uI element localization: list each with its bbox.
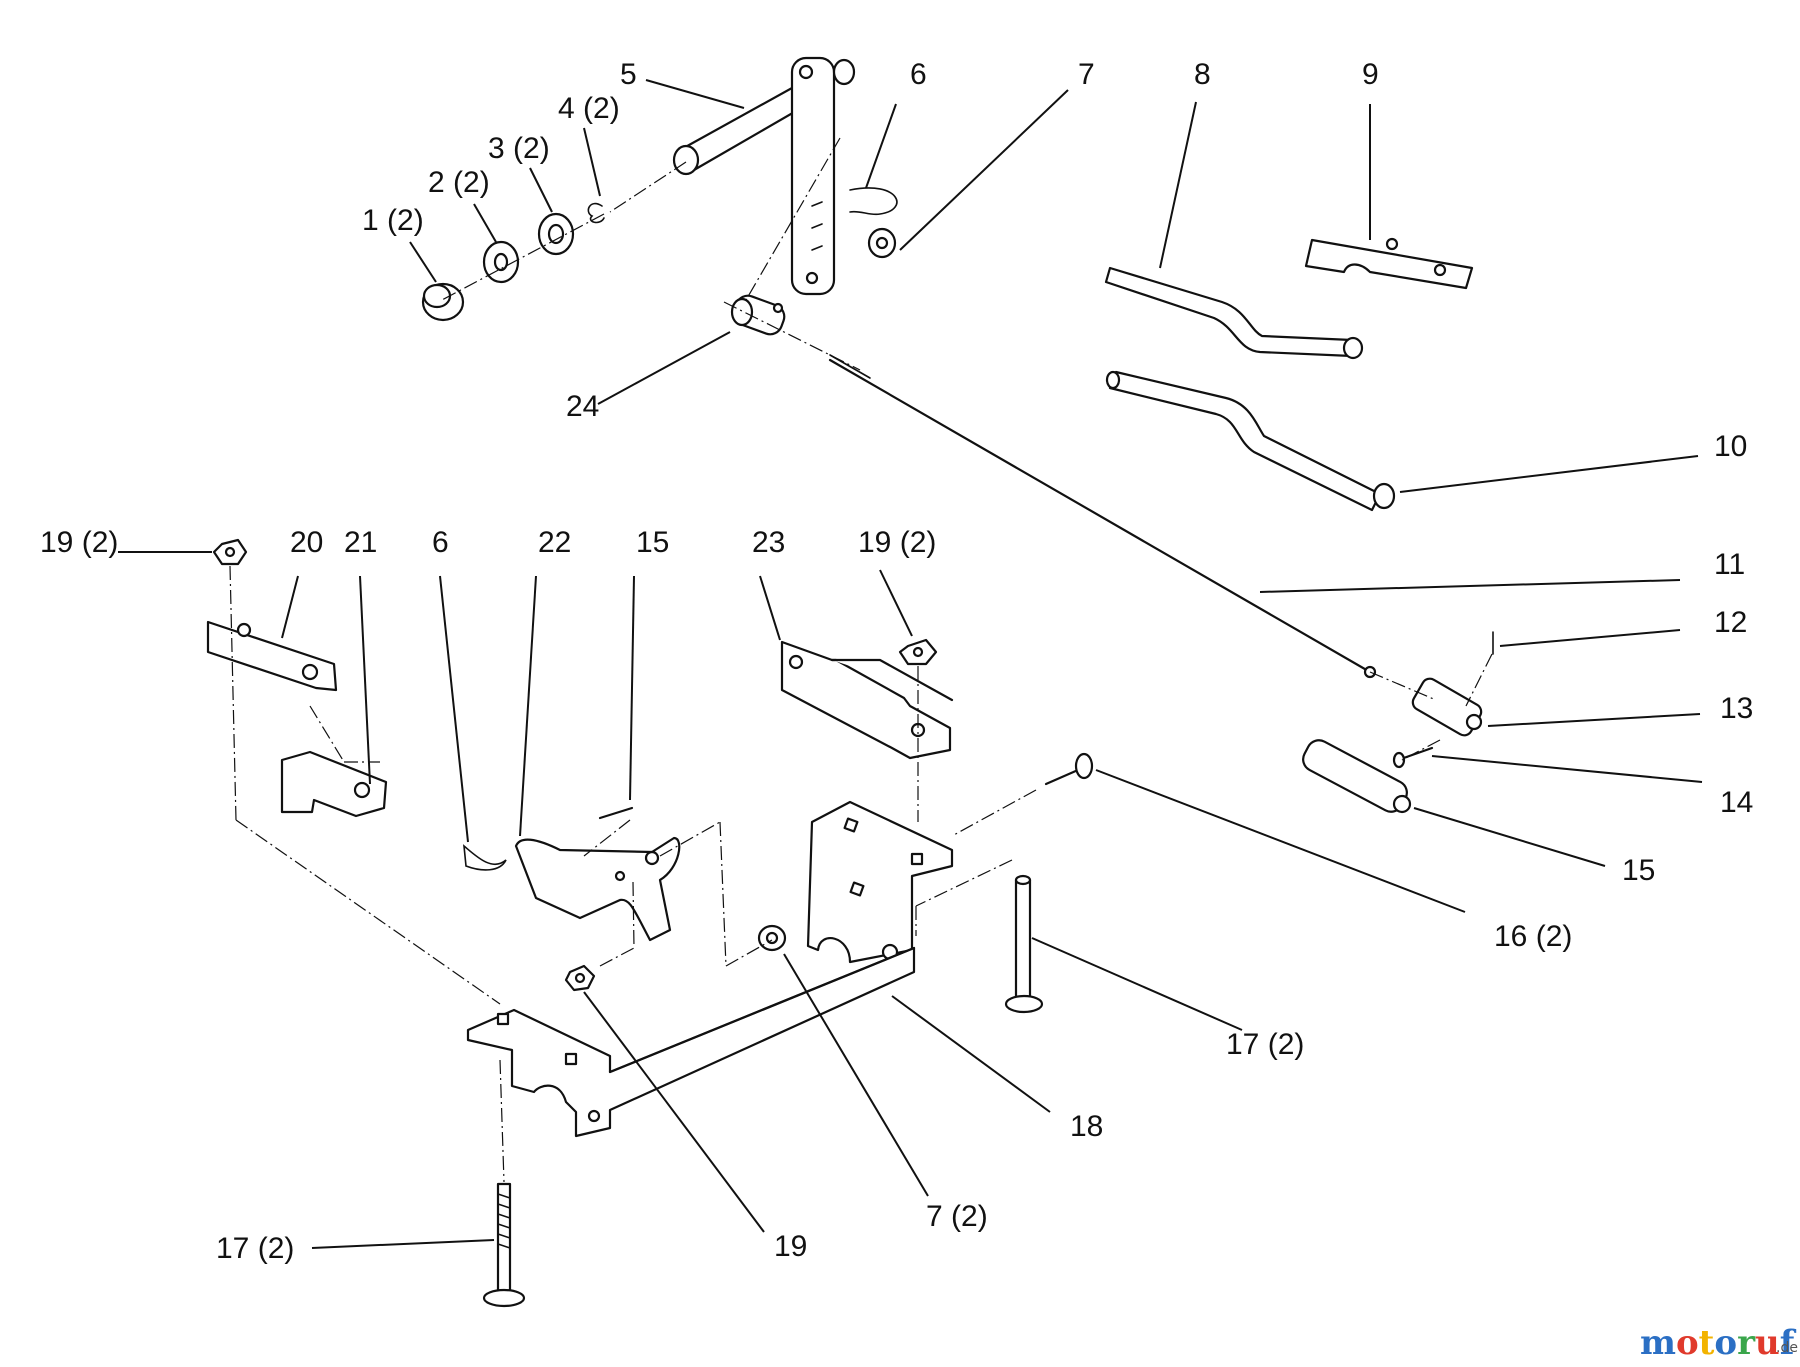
label-10: 10 xyxy=(1714,430,1747,463)
part-8-bent-rod xyxy=(1104,266,1364,360)
part-19-nut-top xyxy=(212,538,248,566)
part-2-washer xyxy=(482,240,520,284)
label-8: 8 xyxy=(1194,58,1211,91)
part-13-clevis xyxy=(1411,677,1483,737)
label-19-left: 19 (2) xyxy=(40,526,118,559)
part-1-bushing xyxy=(421,282,465,322)
leader-lines xyxy=(118,79,1703,1249)
label-12: 12 xyxy=(1714,606,1747,639)
part-19-nut-right xyxy=(898,638,938,666)
label-18: 18 xyxy=(1070,1110,1103,1143)
part-7-washer-lower xyxy=(757,924,787,952)
part-9-hook-bracket xyxy=(1304,237,1474,290)
part-4-e-clip xyxy=(587,202,605,224)
label-20: 20 xyxy=(290,526,323,559)
label-15-right: 15 xyxy=(1622,854,1655,887)
label-21: 21 xyxy=(344,526,377,559)
label-15-lower: 15 xyxy=(636,526,669,559)
watermark-text: motoruf xyxy=(1640,1323,1797,1363)
part-16-carriage-bolt xyxy=(1044,752,1094,786)
part-7-washer xyxy=(867,227,897,259)
part-19-nut xyxy=(564,964,596,992)
assembly-lines xyxy=(229,137,1493,1183)
part-10-lever-rod xyxy=(1105,370,1396,512)
watermark-suffix: .de xyxy=(1776,1340,1798,1356)
part-5-shaft-plate xyxy=(672,56,856,296)
part-6-clip-lower xyxy=(463,844,507,871)
part-21-angle-bracket xyxy=(280,750,388,818)
label-7-lower: 7 (2) xyxy=(926,1200,988,1233)
label-11: 11 xyxy=(1714,548,1745,581)
label-14: 14 xyxy=(1720,786,1753,819)
label-24: 24 xyxy=(566,390,599,423)
part-20-plate xyxy=(206,620,338,692)
label-6-lower: 6 xyxy=(432,526,449,559)
callout-labels: 1 (2) 2 (2) 3 (2) 4 (2) 5 6 7 8 9 10 11 … xyxy=(40,58,1753,1265)
label-13: 13 xyxy=(1720,692,1753,725)
part-18-frame xyxy=(466,946,916,1138)
label-23: 23 xyxy=(752,526,785,559)
part-15-pin xyxy=(598,806,634,820)
part-3-washer xyxy=(537,212,575,256)
label-4: 4 (2) xyxy=(558,92,620,125)
part-17-bolt-right xyxy=(1004,874,1044,1014)
part-support-plate xyxy=(806,800,954,964)
part-24-swivel xyxy=(730,294,786,336)
label-7-top: 7 xyxy=(1078,58,1095,91)
label-6-top: 6 xyxy=(910,58,927,91)
label-16: 16 (2) xyxy=(1494,920,1572,953)
label-3: 3 (2) xyxy=(488,132,550,165)
label-19-lower: 19 xyxy=(774,1230,807,1263)
part-22-lever xyxy=(514,836,681,942)
part-17-bolt-lower xyxy=(482,1182,526,1308)
label-2: 2 (2) xyxy=(428,166,490,199)
label-17-right: 17 (2) xyxy=(1226,1028,1304,1061)
part-14-clevis-pin xyxy=(1392,746,1434,769)
label-22: 22 xyxy=(538,526,571,559)
label-5: 5 xyxy=(620,58,637,91)
label-19-right: 19 (2) xyxy=(858,526,936,559)
label-9: 9 xyxy=(1362,58,1379,91)
label-1: 1 (2) xyxy=(362,204,424,237)
part-11-threaded-rod xyxy=(828,354,1377,679)
label-17-lower: 17 (2) xyxy=(216,1232,294,1265)
part-6-hairpin-clip xyxy=(849,187,898,216)
part-23-angle-bracket xyxy=(780,640,954,760)
watermark-logo: motoruf .de xyxy=(1640,1323,1798,1363)
part-15-link xyxy=(1302,739,1412,814)
